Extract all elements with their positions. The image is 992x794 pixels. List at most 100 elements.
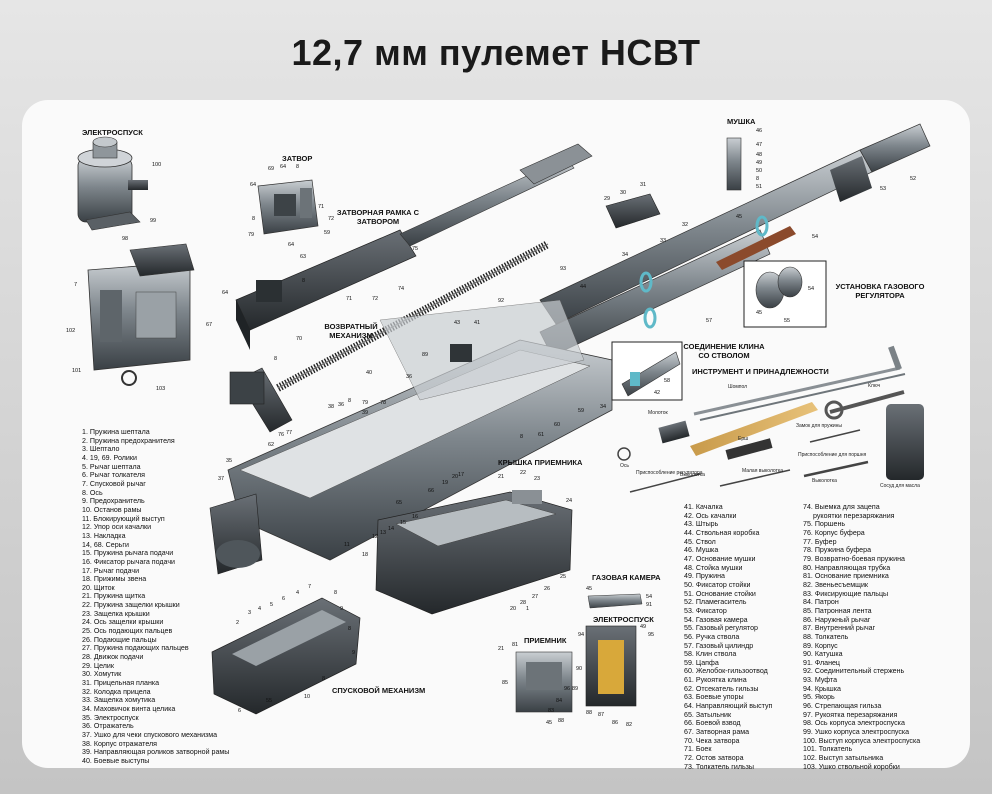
- callout-number: 79: [248, 232, 254, 238]
- bolt-carrier: [235, 143, 593, 350]
- callout-number: 54: [646, 594, 652, 600]
- legend-item: 65. Затыльник: [684, 710, 732, 719]
- gas-chamber-detail: [587, 593, 643, 609]
- callout-number: 87: [598, 712, 604, 718]
- legend-item: 83. Фиксирующие пальцы: [803, 589, 889, 598]
- label-soedinenie: СОЕДИНЕНИЕ КЛИНА СО СТВОЛОМ: [683, 342, 765, 360]
- legend-item: 99. Ушко корпуса электроспуска: [803, 728, 910, 737]
- callout-number: 89: [422, 352, 428, 358]
- legend-item: 84. Патрон: [803, 598, 839, 607]
- legend-item: 59. Цапфа: [684, 658, 719, 667]
- callout-number: 15: [400, 520, 406, 526]
- legend-item: 101. Толкатель: [803, 745, 853, 754]
- legend-item: 41. Качалка: [684, 503, 723, 511]
- legend-item: 51. Основание стойки: [684, 589, 756, 598]
- legend-item: 98. Ось корпуса электроспуска: [803, 719, 905, 728]
- bolt-detail: [257, 179, 319, 235]
- callout-number: 71: [346, 296, 352, 302]
- feed-receiver: [515, 651, 573, 713]
- legend-item: 91. Фланец: [803, 658, 840, 667]
- tool-vykolotka-1: Выколотка: [680, 472, 705, 478]
- callout-number: 46: [756, 128, 762, 134]
- callout-number: 8: [348, 398, 351, 404]
- callout-number: 9: [352, 650, 355, 656]
- callout-number: 24: [566, 498, 572, 504]
- legend-item: 60. Желобок-гильзоотвод: [684, 667, 768, 676]
- callout-number: 101: [72, 368, 81, 374]
- callout-number: 52: [910, 176, 916, 182]
- legend-item: 64. Направляющий выступ: [684, 702, 773, 711]
- callout-number: 69: [268, 166, 274, 172]
- legend-item: 81. Основание приемника: [803, 572, 889, 581]
- legend-item: 52. Пламегаситель: [684, 598, 747, 607]
- callout-number: 57: [706, 318, 712, 324]
- callout-number: 92: [498, 298, 504, 304]
- callout-number: 21: [498, 646, 504, 652]
- callout-number: 61: [538, 432, 544, 438]
- legend-item: 42. Ось качалки: [684, 511, 737, 520]
- legend-item: 32. Колодка прицела: [82, 687, 151, 696]
- legend-item: 92. Соединительный стержень: [803, 667, 905, 676]
- callout-number: 33: [660, 238, 666, 244]
- callout-number: 82: [626, 722, 632, 728]
- label-instrument: ИНСТРУМЕНТ И ПРИНАДЛЕЖНОСТИ: [692, 367, 829, 376]
- legend-item: 22. Пружина защелки крышки: [82, 601, 180, 610]
- callout-number: 1: [526, 606, 529, 612]
- legend-item: 74. Выемка для зацепа: [803, 503, 880, 511]
- tool-prisp-porsh: Приспособление для поршня: [798, 452, 867, 458]
- callout-number: 62: [268, 442, 274, 448]
- callout-number: 38: [328, 404, 334, 410]
- callout-number: 88: [558, 718, 564, 724]
- legend-item: 39. Направляющая роликов затворной рамы: [82, 748, 230, 757]
- label-spuskovoy: СПУСКОВОЙ МЕХАНИЗМ: [332, 686, 426, 695]
- callout-number: 7: [308, 584, 311, 590]
- callout-number: 35: [226, 458, 232, 464]
- callout-number: 42: [654, 390, 660, 396]
- callout-number: 72: [328, 216, 334, 222]
- legend-item: 93. Муфта: [803, 676, 838, 685]
- callout-number: 19: [442, 480, 448, 486]
- callout-number: 41: [474, 320, 480, 326]
- legend-item: 95. Якорь: [803, 693, 835, 702]
- tool-prisp-reg: Приспособление регулятора: [636, 470, 703, 476]
- electrospusk-assembly: [77, 136, 148, 231]
- legend-item: 26. Подающие пальцы: [82, 635, 157, 644]
- recoil-spring: [229, 240, 550, 433]
- callout-number: 90: [576, 666, 582, 672]
- legend-item: 66. Боевой взвод: [684, 719, 741, 728]
- label-electrospusk-top: ЭЛЕКТРОСПУСК: [82, 128, 143, 137]
- callout-number: 81: [512, 642, 518, 648]
- legend-item: 25. Ось подающих пальцев: [82, 627, 173, 636]
- legend-item: 71. Боек: [684, 745, 712, 754]
- callout-number: 94: [578, 632, 584, 638]
- callout-number: 23: [534, 476, 540, 482]
- legend-item: 73. Толкатель гильзы: [684, 762, 755, 771]
- callout-number: 47: [756, 142, 762, 148]
- callout-number: 95: [648, 632, 654, 638]
- tool-klyuch: Ключ: [868, 383, 881, 389]
- callout-number: 96: [564, 686, 570, 692]
- legend-item: 36. Отражатель: [82, 722, 134, 731]
- legend-item: 76. Корпус буфера: [803, 528, 865, 537]
- label-priemnik: ПРИЕМНИК: [524, 636, 567, 645]
- callout-number: 75: [412, 246, 418, 252]
- callout-number: 22: [520, 470, 526, 476]
- legend-item: 21. Пружина щитка: [82, 592, 146, 601]
- legend-item: 90. Катушка: [803, 650, 843, 659]
- callout-number: 50: [756, 168, 762, 174]
- legend-item: 75. Поршень: [803, 520, 846, 529]
- legend-item: 30. Хомутик: [82, 670, 122, 679]
- callout-number: 13: [380, 530, 386, 536]
- callout-number: 45: [756, 310, 762, 316]
- callout-number: 8: [274, 356, 277, 362]
- legend-item: 47. Основание мушки: [684, 554, 756, 563]
- legend-item: 46. Мушка: [684, 546, 719, 555]
- callout-number: 59: [324, 230, 330, 236]
- legend-item: 37. Ушко для чеки спускового механизма: [82, 730, 218, 739]
- legend-item: 58. Клин ствола: [684, 650, 737, 659]
- label-elektrospusk-bottom: ЭЛЕКТРОСПУСК: [593, 615, 654, 624]
- callout-number: 64: [250, 182, 256, 188]
- legend-item: 28. Движок подачи: [82, 653, 144, 662]
- legend-item: 80. Направляющая трубка: [803, 563, 891, 572]
